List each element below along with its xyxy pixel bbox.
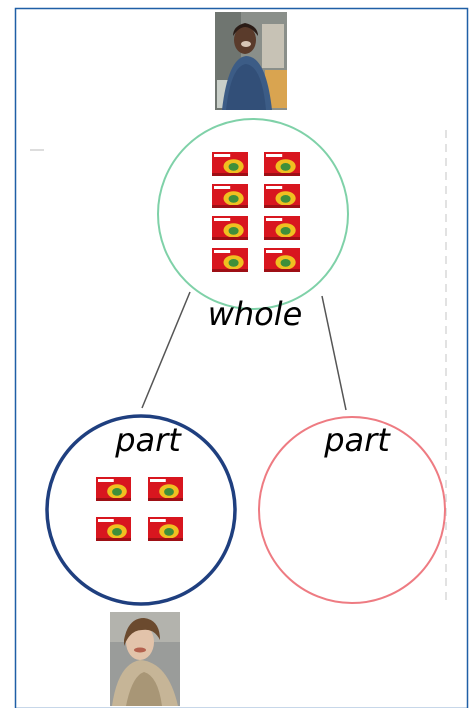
whole-card-group [212,152,300,272]
connector-line-right [321,295,347,411]
part-right-label: part [323,421,391,459]
snack-card-icon [264,184,300,208]
snack-card-icon [96,477,131,501]
connector-line-left [141,291,191,409]
snack-card-icon [212,216,248,240]
whole-circle [157,118,349,310]
snack-card-icon [212,152,248,176]
top-photo [215,12,287,110]
snack-card-icon [264,152,300,176]
snack-card-icon [264,248,300,272]
part-left-circle [45,414,237,606]
snack-card-icon [264,216,300,240]
part-left-label: part [114,421,182,459]
snack-card-icon [212,248,248,272]
snack-card-icon [212,184,248,208]
whole-label: whole [208,295,303,333]
bottom-photo [110,612,180,706]
snack-card-icon [148,477,183,501]
part-left-card-group [96,477,183,541]
snack-card-icon [148,517,183,541]
part-right-circle [258,416,446,604]
snack-card-icon [96,517,131,541]
